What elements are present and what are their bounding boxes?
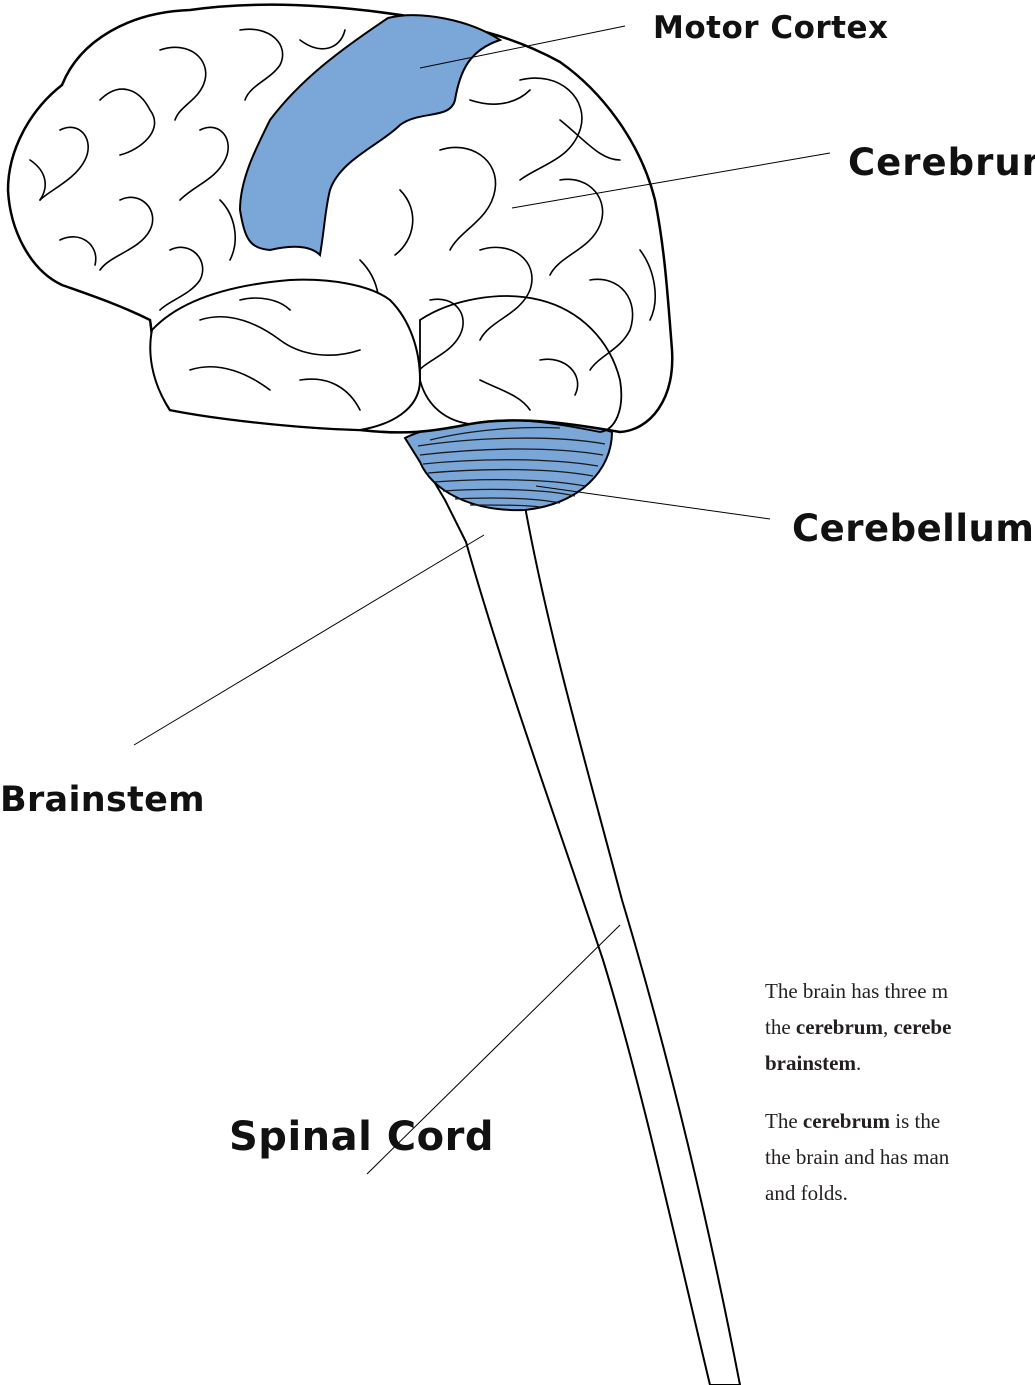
p2-is-the: is the [890, 1109, 940, 1133]
p2-cerebrum: cerebrum [803, 1109, 890, 1133]
description-text: The brain has three m the cerebrum, cere… [765, 973, 1035, 1233]
p1-cerebrum: cerebrum [796, 1015, 883, 1039]
p2-line2: the brain and has man [765, 1145, 949, 1169]
cerebellum-leader [536, 486, 770, 519]
brainstem-leader [134, 535, 484, 745]
p1-line1: The brain has three m [765, 979, 948, 1003]
cerebrum-shape [8, 5, 672, 433]
motor-cortex-label: Motor Cortex [653, 13, 889, 44]
p1-the: the [765, 1015, 796, 1039]
p2-the: The [765, 1109, 803, 1133]
p1-cerebe: cerebe [893, 1015, 951, 1039]
p1-brainstem: brainstem [765, 1051, 856, 1075]
spinal-cord-label: Spinal Cord [229, 1117, 494, 1157]
paragraph-1: The brain has three m the cerebrum, cere… [765, 973, 1035, 1081]
cerebellum-shape [405, 419, 612, 511]
p2-line3: and folds. [765, 1181, 848, 1205]
cerebellum-label: Cerebellum [792, 510, 1034, 547]
p1-period: . [856, 1051, 861, 1075]
brainstem-label: Brainstem [0, 783, 205, 818]
p1-comma: , [883, 1015, 894, 1039]
paragraph-2: The cerebrum is the the brain and has ma… [765, 1103, 1035, 1211]
cerebrum-label: Cerebrum [848, 144, 1035, 181]
spinal-cord-shape [408, 440, 740, 1385]
